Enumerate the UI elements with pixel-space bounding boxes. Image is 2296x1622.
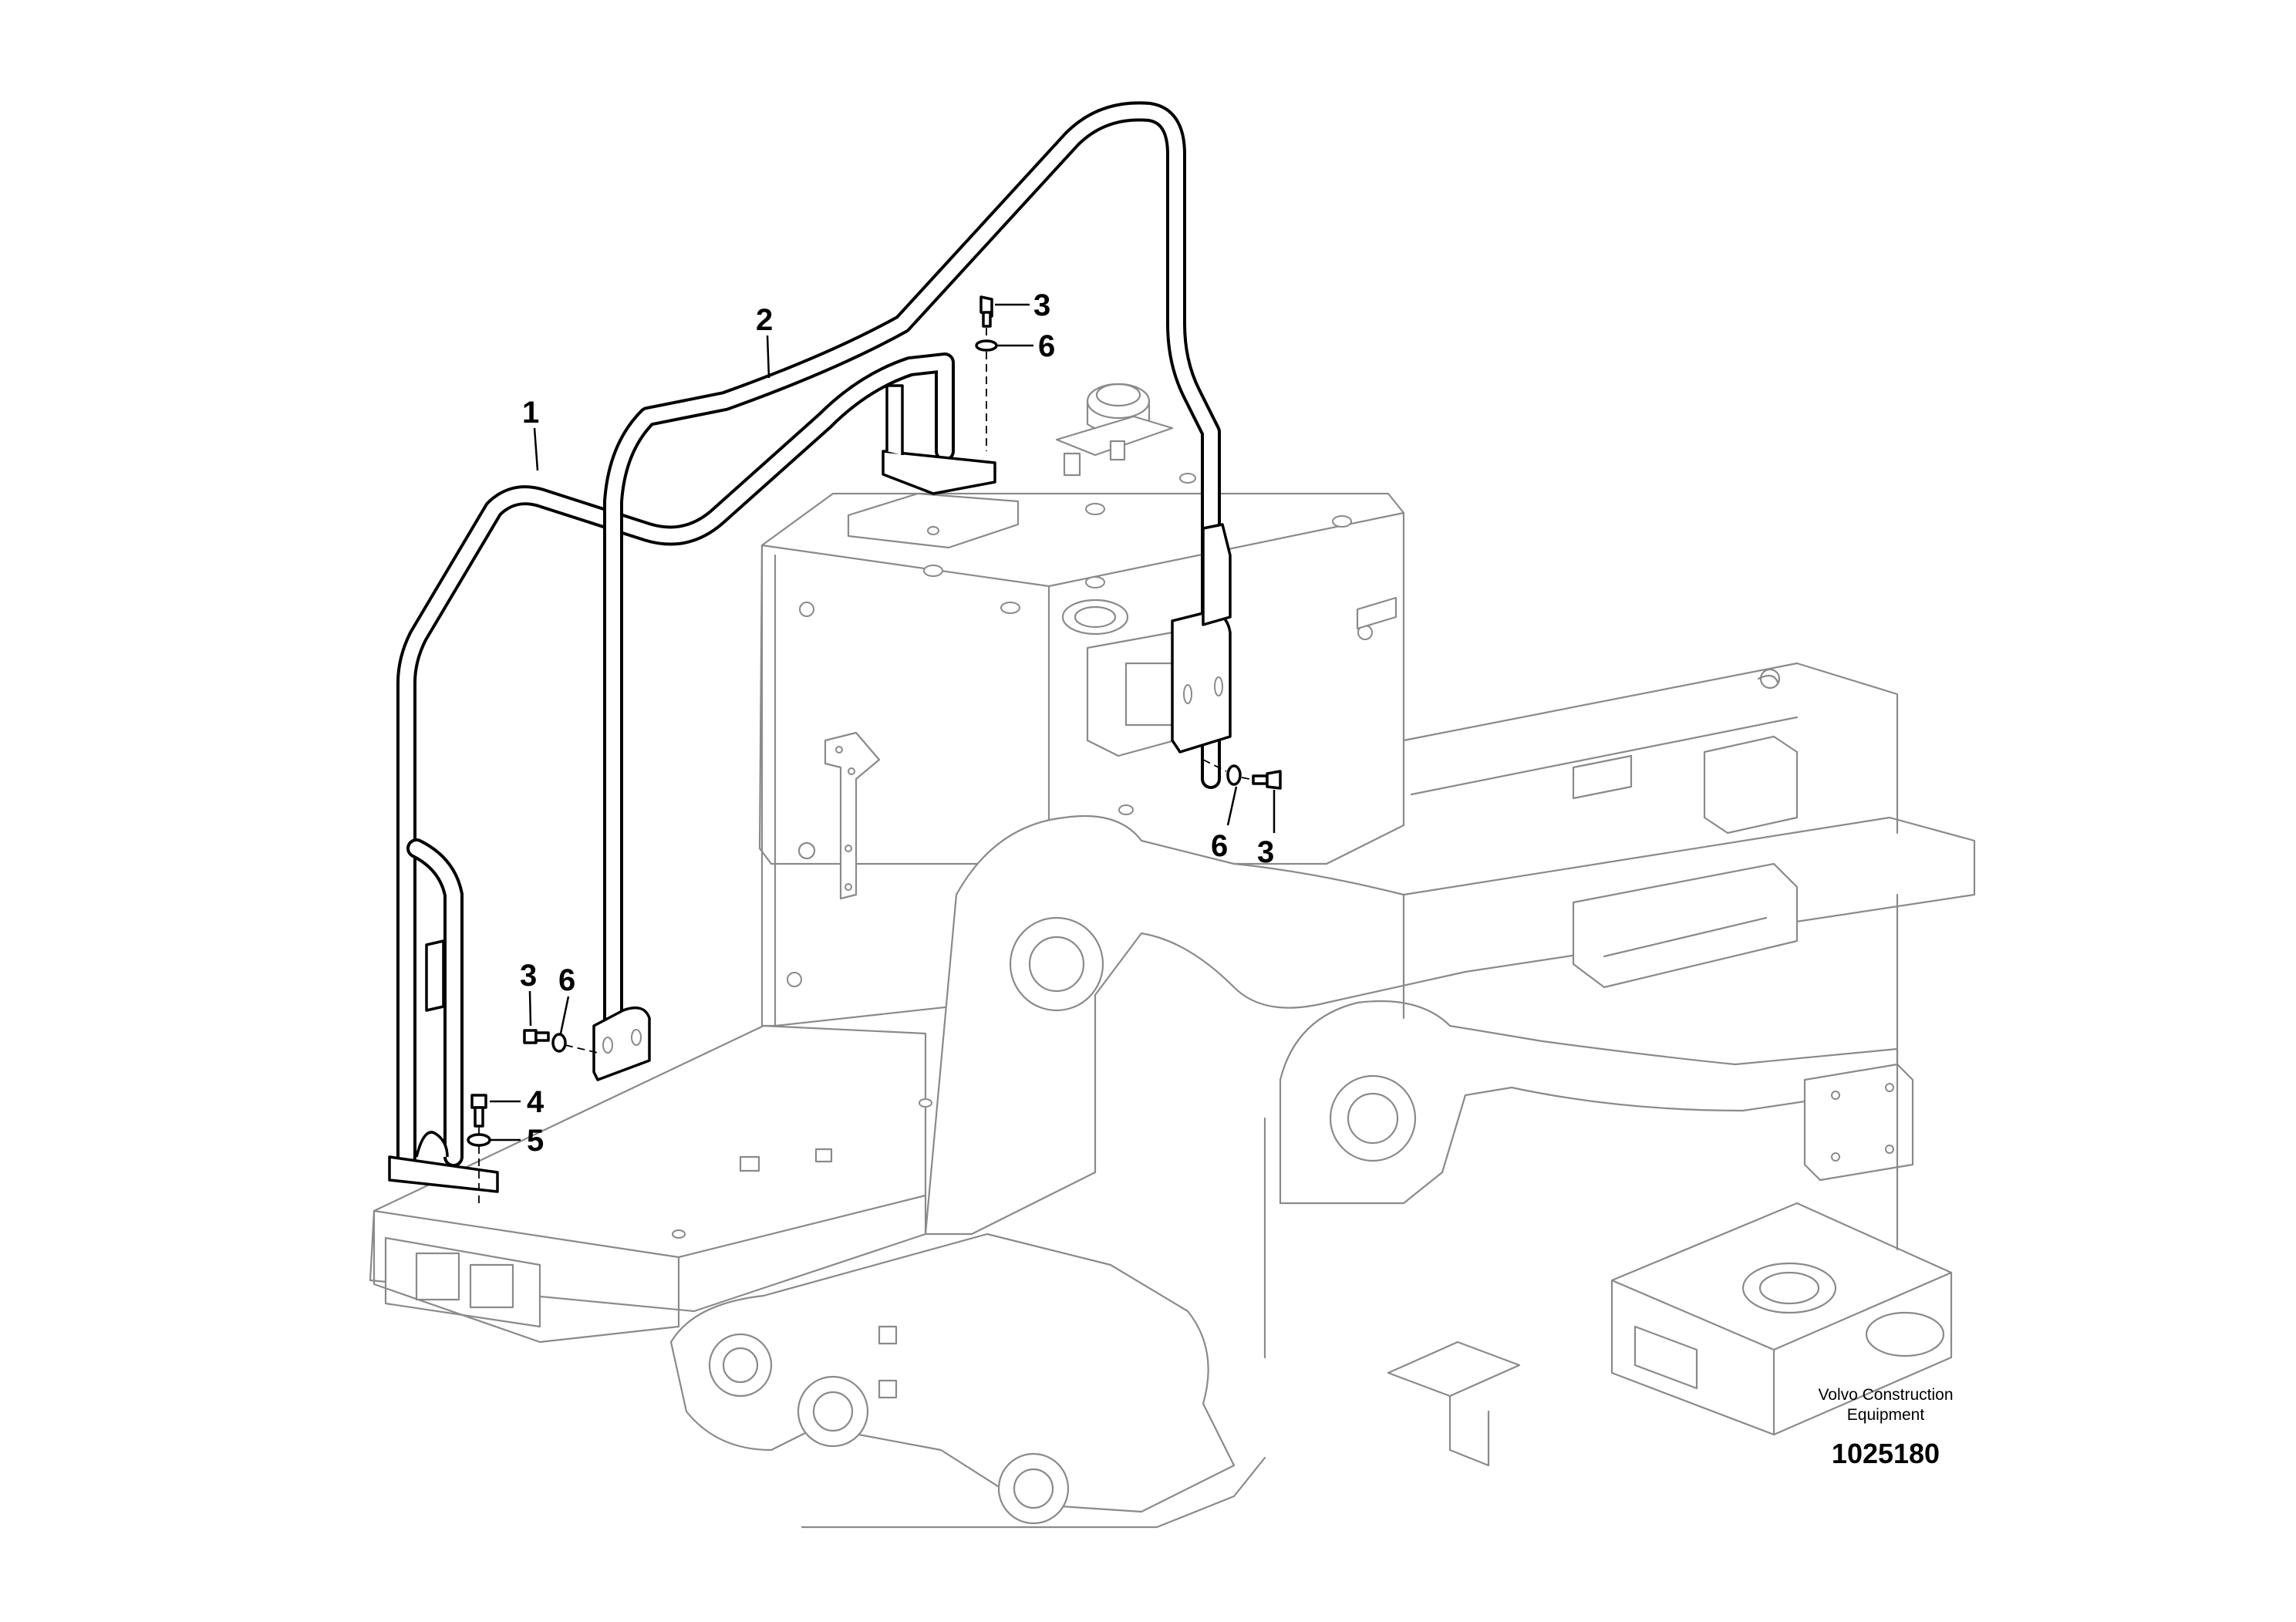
callout-3-top: 3 [1033, 288, 1050, 322]
callout-3-right: 3 [1257, 835, 1274, 869]
handrail-2 [592, 101, 1232, 1081]
callout-3-left: 3 [520, 959, 537, 993]
callout-6-top: 6 [1038, 329, 1055, 363]
callout-1: 1 [522, 396, 539, 430]
handrail-1 [388, 352, 996, 1193]
machine-frame-background [369, 383, 1976, 1529]
callouts: 1 2 3 6 6 3 3 6 4 5 [490, 288, 1276, 1158]
brand-line-1: Volvo Construction [1818, 1386, 1953, 1404]
callout-4: 4 [527, 1085, 544, 1119]
callout-5: 5 [527, 1124, 544, 1158]
brand-line-2: Equipment [1847, 1406, 1925, 1424]
brand-block: Volvo Construction Equipment 1025180 [1818, 1386, 1953, 1469]
fasteners [467, 295, 1282, 1203]
reference-number: 1025180 [1832, 1438, 1940, 1469]
callout-2: 2 [756, 303, 773, 337]
callout-6-right: 6 [1211, 829, 1228, 863]
callout-6-left: 6 [558, 963, 575, 997]
